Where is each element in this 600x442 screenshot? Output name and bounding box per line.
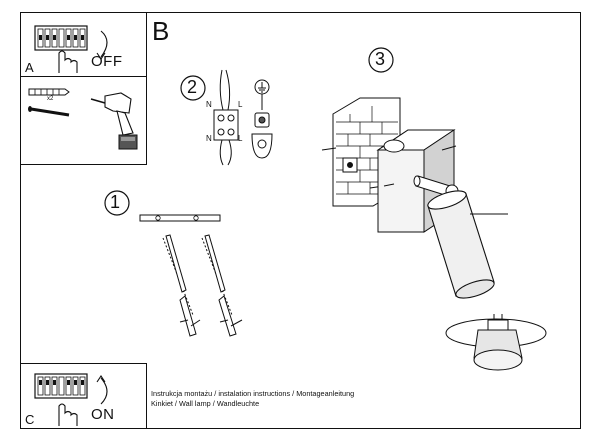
breaker-on-illustration [34,373,108,426]
neutral-label-top: N [206,100,212,109]
wall-plug-left [162,234,201,337]
step-3-label: 3 [375,49,386,69]
footer-line-1: Instrukcja montażu / instalation instruc… [151,389,355,398]
panel-tools: x2 [20,76,147,165]
drill-icon [90,92,138,150]
panel-c-letter: C [25,412,35,427]
step-2-label: 2 [187,77,198,97]
tools-illustration [28,88,138,150]
step-1-marker [104,190,130,216]
wall-plug-right [201,234,243,337]
step-3-marker [368,47,394,73]
quantity-label: x2 [47,96,54,102]
wall-plug-icon [28,88,70,96]
gu10-bulb [445,314,547,371]
panel-a-letter: A [25,60,34,75]
ground-terminal [251,79,273,159]
diagram-frame [20,12,581,429]
lamp-shade [427,190,508,299]
panel-switch-on: C ON [20,363,147,429]
step-1-label: 1 [110,192,121,212]
footer-line-2: Kinkiet / Wall lamp / Wandleuchte [151,399,260,408]
step-2-marker [180,75,206,101]
section-b-letter: B [152,16,170,46]
neutral-label-bottom: N [206,134,212,143]
live-label-bottom: L [238,134,243,143]
off-label: OFF [91,53,123,70]
breaker-off-illustration [34,25,108,73]
on-label: ON [91,406,115,423]
screw-icon [28,106,70,117]
terminal-block [213,69,239,166]
mounting-holes [139,214,221,222]
live-label-top: L [238,100,243,109]
